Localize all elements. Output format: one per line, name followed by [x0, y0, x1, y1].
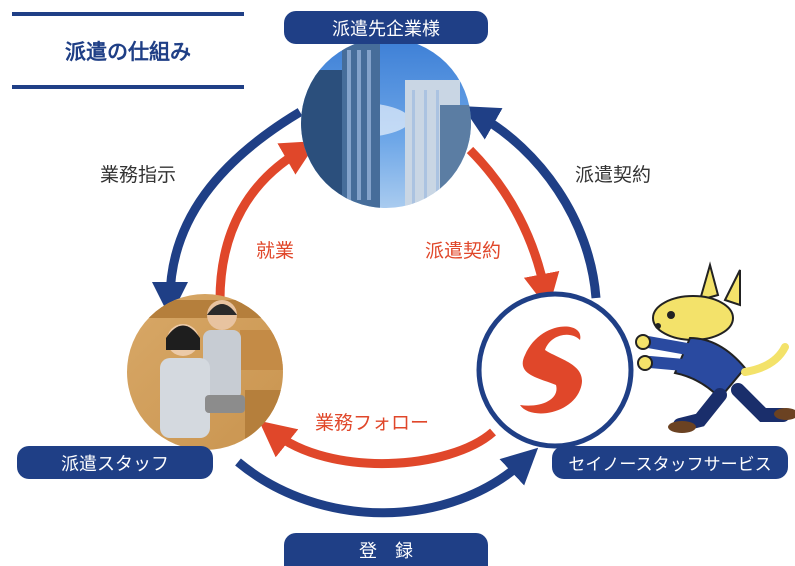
staff-photo-image	[127, 294, 283, 450]
arrow-work-follow	[258, 420, 496, 468]
client-label: 派遣先企業様	[284, 11, 488, 44]
work-instruction-label: 業務指示	[100, 164, 177, 186]
dispatch-contract-inner-label: 派遣契約	[425, 240, 502, 262]
agency-logo-image	[476, 291, 634, 449]
title-top-rule	[12, 12, 244, 16]
arrow-dispatch-contract-outer	[462, 106, 601, 299]
arrow-register	[235, 447, 539, 518]
staff-label: 派遣スタッフ	[17, 446, 213, 479]
arrow-dispatch-contract-inner	[466, 146, 560, 310]
client-building-image	[301, 38, 471, 208]
dispatch-contract-outer-label: 派遣契約	[575, 164, 652, 186]
arrow-employment	[215, 140, 318, 301]
mascot-dog-illustration	[635, 261, 795, 433]
register-label: 登 録	[284, 533, 488, 566]
employment-label: 就業	[256, 240, 295, 262]
title-bottom-rule	[12, 85, 244, 89]
work-follow-label: 業務フォロー	[315, 412, 430, 434]
page-title: 派遣の仕組み	[65, 40, 191, 64]
arrow-work-instruction	[152, 108, 303, 318]
agency-label: セイノースタッフサービス	[552, 446, 788, 479]
